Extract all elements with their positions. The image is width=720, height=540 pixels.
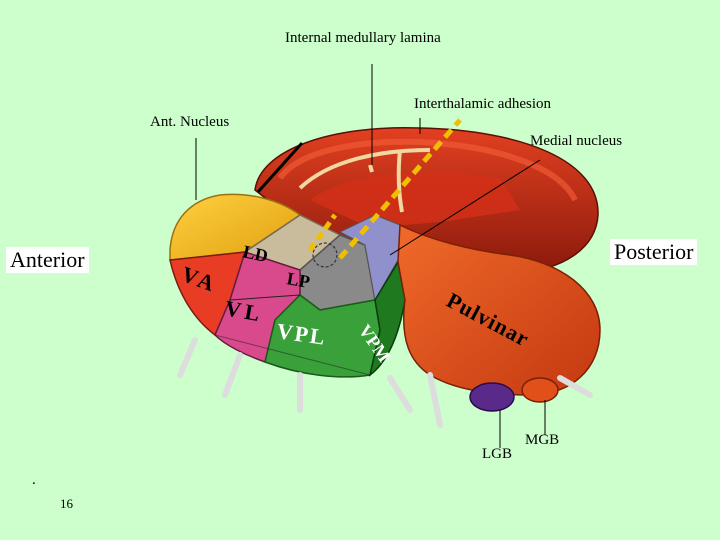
stray-dot: . — [32, 472, 36, 488]
medial-nucleus-highlight — [277, 138, 578, 202]
segment-line — [229, 294, 301, 301]
anterior-label: Anterior — [6, 247, 89, 273]
medial-inner-band — [310, 173, 520, 228]
dashed-circle — [312, 242, 338, 268]
region-label-lp: LP — [285, 268, 311, 292]
posterior-label: Posterior — [610, 239, 698, 265]
adhesion-dashed-line — [307, 213, 338, 252]
lamina-line — [396, 149, 404, 213]
adhesion-dashed-line — [338, 118, 462, 260]
fiber-projection — [387, 375, 413, 413]
lgb-label: LGB — [482, 446, 512, 462]
fiber-projection — [557, 375, 593, 398]
leader-medial-nucleus — [389, 159, 541, 256]
ant-nucleus-label: Ant. Nucleus — [150, 114, 230, 130]
pulvinar-shape — [397, 223, 601, 396]
lamina-line — [298, 148, 431, 190]
lgb-shape — [469, 382, 515, 412]
mgb-label: MGB — [525, 432, 560, 448]
fiber-projection — [222, 352, 243, 398]
fiber-projection — [177, 337, 198, 378]
lamina-line — [368, 164, 374, 173]
interthalamic-adhesion-label: Interthalamic adhesion — [414, 96, 552, 112]
mgb-shape — [521, 377, 559, 403]
segment-line — [214, 334, 371, 376]
medial-nucleus-label: Medial nucleus — [530, 133, 623, 149]
lamina-black-line — [256, 141, 304, 194]
page-number: 16 — [60, 496, 73, 511]
fiber-projection — [427, 372, 443, 428]
internal-medullary-lamina-label: Internal medullary lamina — [285, 30, 441, 46]
